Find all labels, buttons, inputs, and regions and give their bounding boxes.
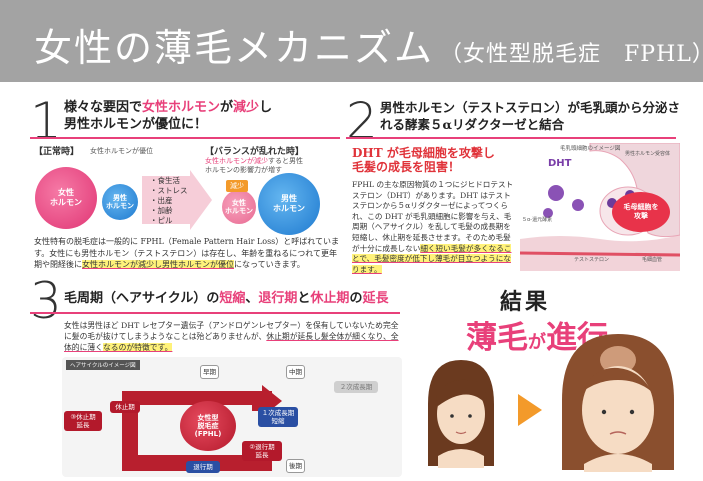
s1-title-a: 様々な要因で [64, 100, 143, 115]
stage-regress-extend: ②退行期 延長 [242, 441, 282, 461]
s2-title-line1: 男性ホルモン（テストステロン）が毛乳頭から分泌さ [380, 100, 681, 115]
factor-item: ・出産 [150, 196, 173, 205]
female-hormone-circle-normal: 女性 ホルモン [35, 167, 97, 229]
s1-body-b: になっていきます。 [234, 260, 305, 269]
normal-note: 女性ホルモンが優位 [90, 147, 153, 155]
stage-growth-short: １次成長期 短縮 [258, 407, 298, 427]
factor-item: ・ピル [150, 216, 173, 225]
male-hormone-circle-dominant: 男性 ホルモン [258, 173, 320, 235]
result-main-b: が [528, 332, 546, 353]
normal-label: 【正常時】 [34, 147, 80, 157]
page-title: 女性の薄毛メカニズム（女性型脱毛症 FPHL） [34, 17, 703, 72]
unbalanced-label: 【バランスが乱れた時】 [205, 147, 304, 157]
s2-title-line2: れる酵素５αリダクターゼと結合 [380, 117, 565, 132]
center-line2: 脱毛症 [197, 422, 219, 430]
dht-title: DHT が毛母細胞を攻撃し 毛髪の成長を阻害！ [352, 146, 512, 174]
s1-body-highlight: 女性ホルモンが減少し男性ホルモンが優位 [82, 260, 234, 269]
s1-title-b: 女性ホルモン [142, 100, 221, 115]
stage-rest: 休止期 [110, 401, 140, 413]
woman-after-illustration [562, 334, 674, 472]
s3-title-c: 、 [245, 291, 259, 306]
subtitle-text: （女性型脱毛症 FPHL） [440, 42, 703, 67]
section2-rule [346, 137, 676, 139]
stage-growth2: ２次成長期 [334, 381, 378, 393]
s3-body-highlight: なるのが特徴です。 [102, 343, 173, 352]
section3-body: 女性は男性ほど DHT レセプター遺伝子（アンドロゲンレセプター）を保有していな… [64, 320, 402, 353]
s1-title-d: 減少 [233, 100, 260, 115]
section2-title: 男性ホルモン（テストステロン）が毛乳頭から分泌さ れる酵素５αリダクターゼと結合 [380, 99, 685, 133]
unbalanced-note-rest: すると男性 [268, 157, 303, 165]
header-bar: 女性の薄毛メカニズム（女性型脱毛症 FPHL） [0, 0, 703, 82]
s1-title-line2: 男性ホルモンが優位に！ [64, 117, 208, 132]
center-line3: (FPHL) [194, 430, 222, 438]
s3-title-b: 短縮 [219, 291, 246, 306]
section3-number: 3 [30, 272, 62, 330]
factors-arrow [142, 170, 212, 230]
title-text: 女性の薄毛メカニズム [34, 26, 435, 70]
section1-rule [30, 137, 340, 139]
diagram-label-enzyme: ５α-還元酵素 [522, 217, 553, 223]
section3-rule [30, 312, 400, 314]
factor-list: ・食生活 ・ストレス ・出産 ・加齢 ・ピル [150, 176, 188, 226]
female-reduced-label: 女性 ホルモン [225, 199, 253, 215]
woman-before-illustration [428, 360, 494, 468]
s3-title-e: と [297, 291, 311, 306]
stage-mid: 中期 [286, 365, 305, 379]
section1-title: 様々な要因で女性ホルモンが減少し 男性ホルモンが優位に！ [64, 99, 344, 133]
s1-title-c: が [220, 100, 234, 115]
s3-body-a: 女性は男性ほど DHT レセプター遺伝子（アンドロゲンレセプター）を保有していな… [64, 321, 399, 341]
factor-item: ・ストレス [150, 186, 188, 195]
s3-title-d: 退行期 [258, 291, 298, 306]
s1-body-a: 女性特有の脱毛症は一般的に FPHL（Female Pattern Hair L… [34, 237, 340, 269]
center-line1: 女性型 [197, 414, 219, 422]
fphl-center-circle: 女性型 脱毛症 (FPHL) [180, 401, 236, 451]
cycle-label: ヘアサイクルのイメージ図 [66, 360, 140, 370]
result-title: 結果 [500, 289, 551, 315]
male-dominant-label: 男性 ホルモン [273, 194, 305, 213]
factor-item: ・加齢 [150, 206, 173, 215]
result-main-a: 薄毛 [466, 320, 528, 356]
male-circle-label: 男性 ホルモン [106, 194, 134, 210]
stage-rest-extend: ③休止期 延長 [64, 411, 102, 431]
s3-title-g: の [349, 291, 363, 306]
s3-title-a: 毛周期（ヘアサイクル）の [64, 291, 220, 306]
result-arrow [518, 394, 542, 426]
unbalanced-note: 女性ホルモンが減少すると男性 ホルモンの影響力が増す [205, 157, 345, 175]
s3-title-f: 休止期 [310, 291, 350, 306]
s3-title-h: 延長 [362, 291, 389, 306]
s3-body-underline: 休止期が延長し髪全体が細くなり、全体的に薄く [64, 332, 399, 352]
dht-title-line2: 毛髪の成長を阻害！ [352, 160, 461, 174]
factor-item: ・食生活 [150, 176, 180, 185]
diagram-label-capillary: 毛細血管 [642, 257, 663, 263]
unbalanced-note2: ホルモンの影響力が増す [205, 166, 282, 174]
stage-regress: 退行期 [186, 461, 220, 473]
stage-late: 後期 [286, 459, 305, 473]
s1-title-e: し [259, 100, 273, 115]
section1-body: 女性特有の脱毛症は一般的に FPHL（Female Pattern Hair L… [34, 236, 340, 271]
dht-title-line1: DHT が毛母細胞を攻撃し [352, 146, 495, 160]
male-hormone-circle-normal: 男性 ホルモン [102, 184, 138, 220]
female-circle-label: 女性 ホルモン [50, 188, 82, 207]
s2-body-a: FPHL の主な原因物質の１つにジヒドロテストステロン（DHT）があります。DH… [352, 180, 514, 253]
female-hormone-circle-reduced: 女性 ホルモン [222, 190, 256, 224]
unbalanced-note-pink: 女性ホルモンが減少 [205, 157, 268, 165]
hair-cycle-diagram: ヘアサイクルのイメージ図 女性型 脱毛症 (FPHL) 早期 中期 後期 １次成… [62, 357, 402, 477]
dht-diagram-label: DHT [548, 158, 572, 169]
decrease-tag: 減少 [226, 180, 248, 192]
stage-early: 早期 [200, 365, 219, 379]
attack-badge: 毛母細胞を 攻撃 [612, 192, 670, 232]
section2-body: FPHL の主な原因物質の１つにジヒドロテストステロン（DHT）があります。DH… [352, 180, 516, 275]
section3-title: 毛周期（ヘアサイクル）の短縮、退行期と休止期の延長 [64, 290, 444, 307]
diagram-label-testosterone: テストステロン [574, 257, 610, 263]
diagram-label-receptor: 男性ホルモン受容体 [625, 151, 671, 157]
diagram-label-cell: 毛乳頭細胞のイメージ図 [560, 146, 621, 152]
